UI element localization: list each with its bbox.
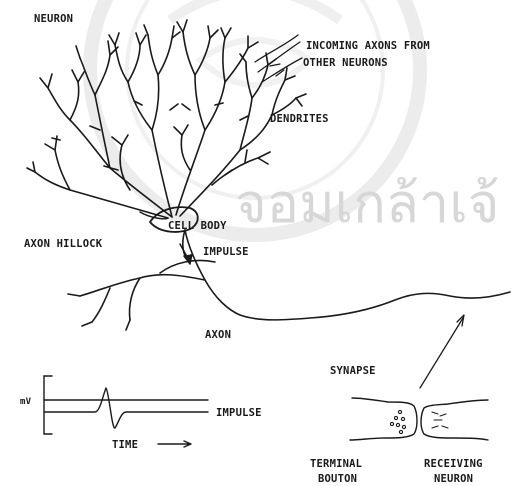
impulse-graph: [44, 376, 208, 447]
time-arrow: [158, 441, 191, 447]
terminal-bouton: [350, 398, 417, 440]
label-impulse-arrow: IMPULSE: [203, 246, 249, 258]
figure-title: NEURON: [34, 13, 73, 25]
receiving-neuron: [421, 400, 488, 440]
watermark-text: จอมเกล้าเจ้: [235, 172, 499, 235]
graph-y-unit: mV: [20, 397, 32, 407]
synapse-pointer-arrow: [420, 315, 464, 388]
label-synapse: SYNAPSE: [330, 365, 376, 377]
synaptic-vesicles: [390, 410, 405, 433]
label-receiving-neuron-line2: NEURON: [434, 473, 473, 485]
label-cell-body: CELL BODY: [168, 220, 227, 232]
label-receiving-neuron-line1: RECEIVING: [424, 458, 483, 470]
label-axon-hillock: AXON HILLOCK: [24, 238, 103, 250]
label-incoming-axons-line1: INCOMING AXONS FROM: [306, 40, 430, 52]
receptor-marks: [432, 412, 448, 428]
impulse-trace: [44, 388, 208, 428]
synapse-detail: [350, 398, 488, 440]
label-terminal-bouton-line2: BOUTON: [318, 473, 357, 485]
graph-x-label: TIME: [112, 439, 138, 451]
axon: [68, 230, 510, 330]
label-terminal-bouton-line1: TERMINAL: [310, 458, 362, 470]
graph-trace-label: IMPULSE: [216, 407, 262, 419]
label-incoming-axons-line2: OTHER NEURONS: [303, 57, 388, 69]
label-axon: AXON: [205, 329, 231, 341]
label-dendrites: DENDRITES: [270, 113, 329, 125]
